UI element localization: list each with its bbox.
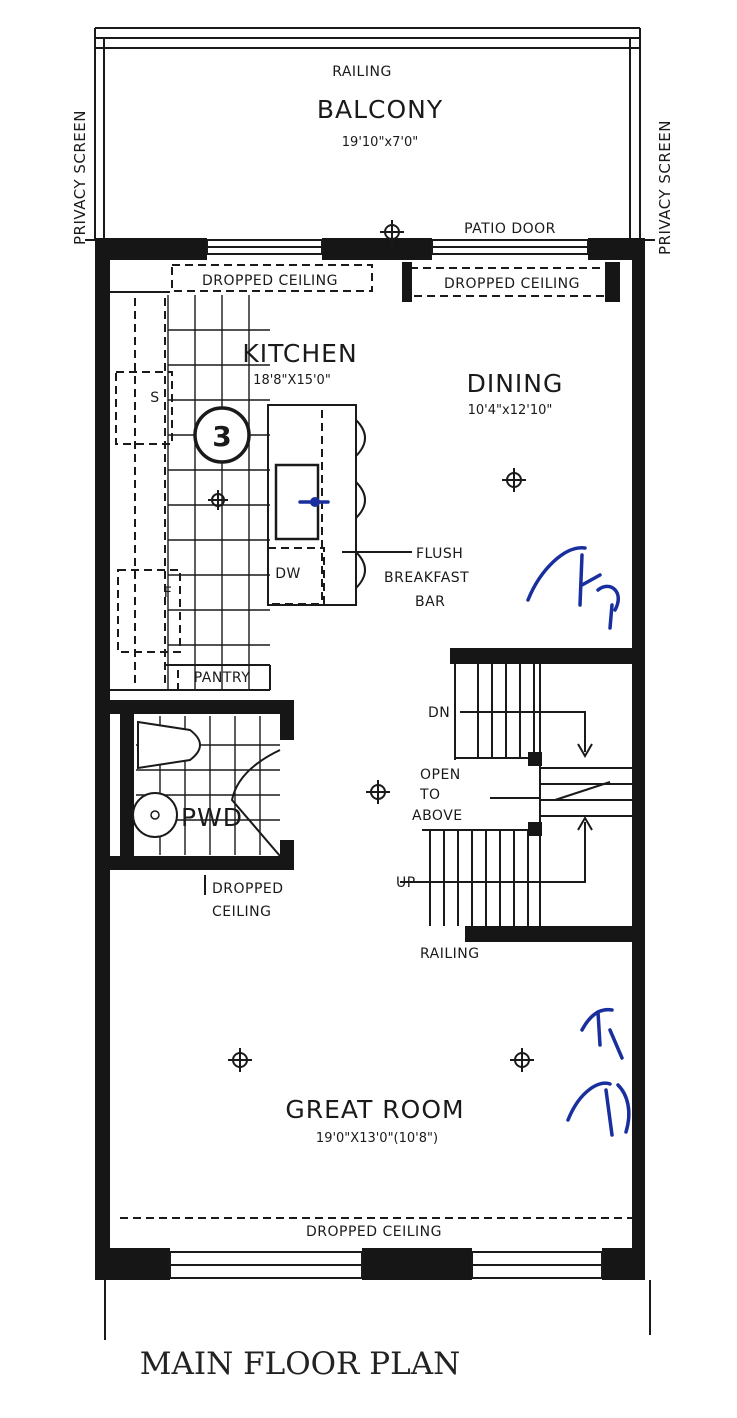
pantry <box>165 664 270 690</box>
stairs-open-line2: TO <box>419 787 441 803</box>
breakfast-bar-line2: BREAKFAST <box>384 570 469 586</box>
ceiling-light-icon <box>510 1048 534 1072</box>
fridge-label: F <box>164 585 173 601</box>
front-windows <box>169 1251 603 1279</box>
ceiling-light-icon <box>208 490 228 510</box>
dropped-ceiling-dining: DROPPED CEILING <box>444 276 580 292</box>
ceiling-light-icon <box>380 220 404 244</box>
ceiling-light-icon <box>502 468 526 492</box>
balcony-dimensions: 19'10"x7'0" <box>342 135 418 150</box>
ceiling-light-icon <box>366 780 390 804</box>
dropped-ceiling-great-room: DROPPED CEILING <box>306 1224 442 1240</box>
pantry-label: PANTRY <box>194 670 251 686</box>
great-room-dimensions: 19'0"X13'0"(10'8") <box>316 1131 438 1146</box>
privacy-screen-left: PRIVACY SCREEN <box>71 110 89 245</box>
kitchen-name: KITCHEN <box>242 339 357 368</box>
dropped-ceiling-kitchen-box <box>171 264 373 292</box>
great-room-name: GREAT ROOM <box>285 1095 464 1124</box>
staircase <box>400 648 635 942</box>
balcony-railing-label: RAILING <box>332 64 392 80</box>
exterior-walls <box>95 238 651 1340</box>
privacy-screen-right: PRIVACY SCREEN <box>656 120 674 255</box>
dining-name: DINING <box>467 369 564 398</box>
ceiling-light-icon <box>228 1048 252 1072</box>
stairs-open-line3: ABOVE <box>412 808 463 824</box>
handwritten-mark <box>526 546 620 630</box>
kitchen-counter <box>110 291 271 691</box>
patio-door <box>206 239 589 255</box>
handwritten-mark <box>566 1007 631 1137</box>
stairs-railing-label: RAILING <box>420 946 480 962</box>
view-marker-badge: 3 <box>193 406 251 464</box>
breakfast-bar-line1: FLUSH <box>416 546 463 562</box>
dropped-ceiling-pwd-line1: DROPPED <box>212 881 284 897</box>
dining-dimensions: 10'4"x12'10" <box>468 403 553 418</box>
stairs-down-label: DN <box>428 705 450 721</box>
sink-label: S <box>150 390 159 406</box>
breakfast-bar-line3: BAR <box>415 594 445 610</box>
dropped-ceiling-pwd-line2: CEILING <box>212 904 272 920</box>
dishwasher-label: DW <box>275 566 301 582</box>
balcony-name: BALCONY <box>317 95 443 124</box>
kitchen-tile-grid <box>167 295 270 690</box>
stairs-up-label: UP <box>396 875 416 891</box>
kitchen-dimensions: 18'8"X15'0" <box>253 373 331 388</box>
powder-room <box>110 700 294 870</box>
balcony-area <box>85 27 655 241</box>
dropped-ceiling-kitchen: DROPPED CEILING <box>202 273 338 289</box>
kitchen-island <box>267 404 366 606</box>
powder-room-label: PWD <box>181 803 243 832</box>
patio-door-label: PATIO DOOR <box>464 221 556 237</box>
plan-title: MAIN FLOOR PLAN <box>140 1346 460 1382</box>
view-marker-number: 3 <box>212 420 231 453</box>
stairs-open-line1: OPEN <box>420 767 461 783</box>
